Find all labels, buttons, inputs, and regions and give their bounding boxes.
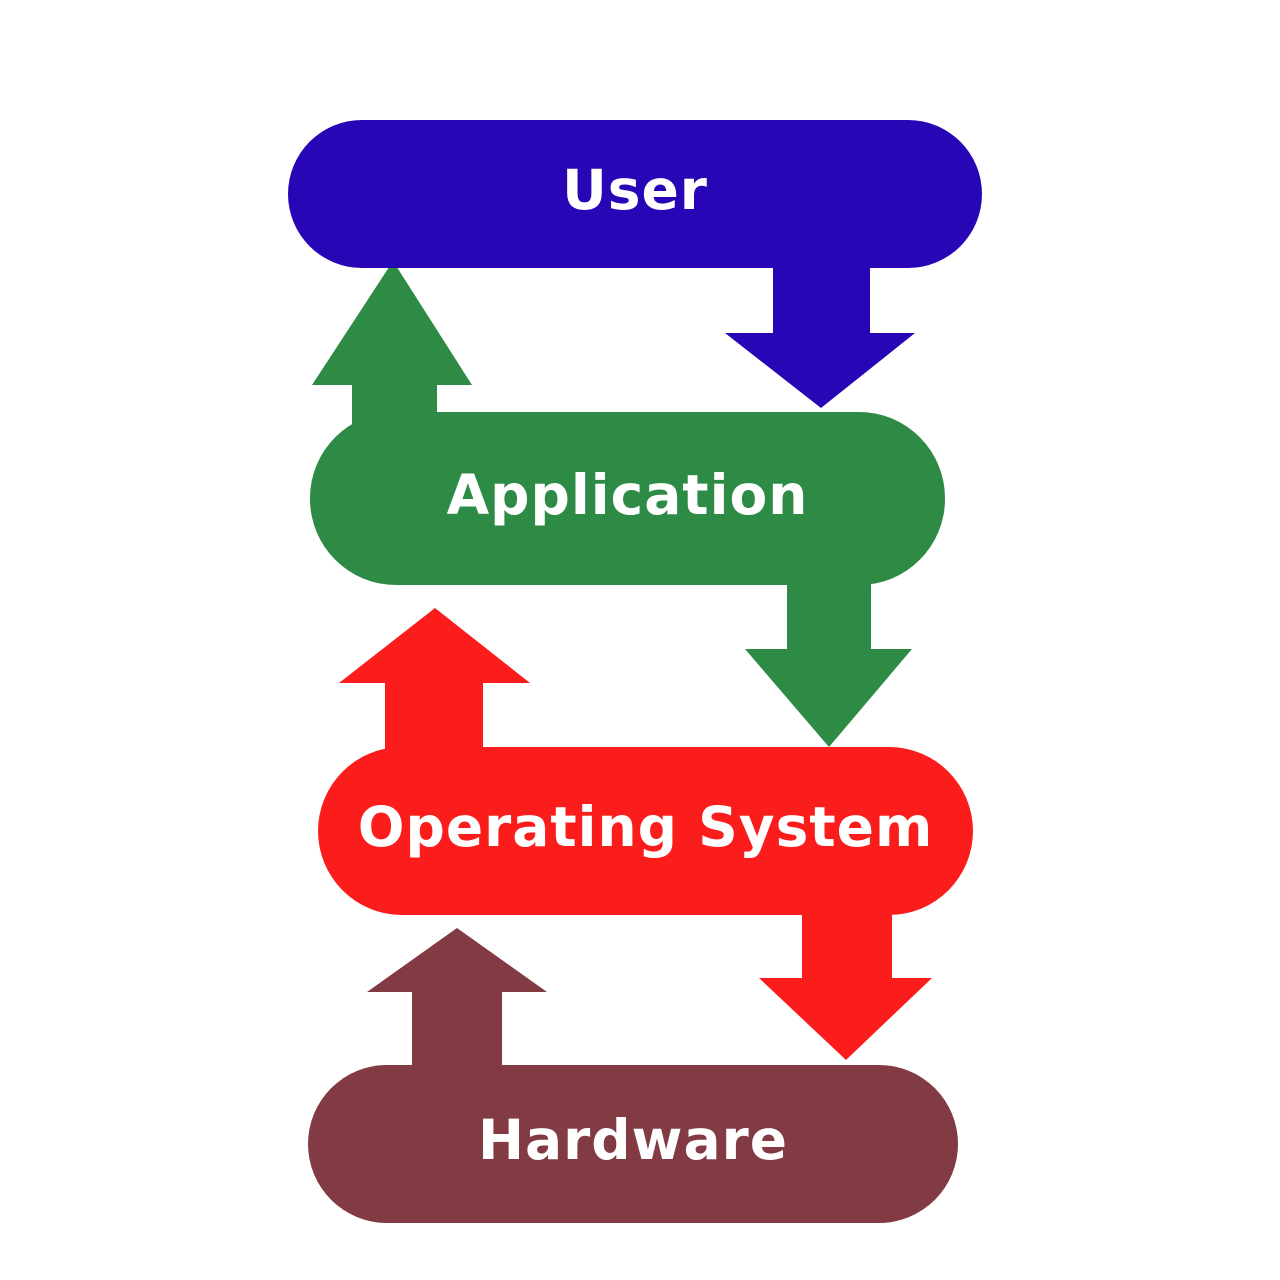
hardware-layer-pill: [308, 1065, 958, 1223]
os-to-application-arrow: [339, 608, 530, 790]
user-layer-pill: [288, 120, 982, 268]
application-layer-pill: [310, 412, 945, 585]
operating-system-layer-pill: [318, 747, 973, 915]
os-to-hardware-arrow: [759, 880, 932, 1060]
hardware-to-os-arrow: [367, 928, 547, 1100]
application-to-os-arrow: [745, 540, 912, 747]
application-to-user-arrow: [312, 261, 472, 460]
